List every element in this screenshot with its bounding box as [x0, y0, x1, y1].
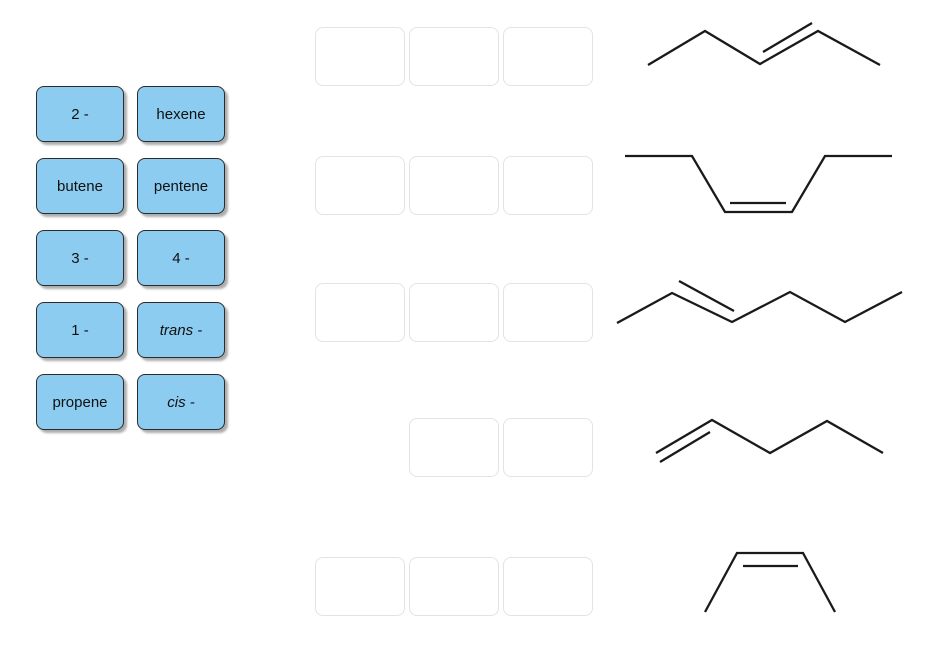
drop-slot-3-3[interactable]: [503, 283, 593, 342]
drop-slot-5-1[interactable]: [315, 557, 405, 616]
tile-pentene[interactable]: pentene: [137, 158, 225, 214]
drop-slot-5-3[interactable]: [503, 557, 593, 616]
molecule-1-pentene: [655, 418, 884, 463]
drop-slot-4-1[interactable]: [409, 418, 499, 477]
molecule-trans-2-hexene: [616, 279, 903, 325]
tile-trans[interactable]: trans -: [137, 302, 225, 358]
tile-butene[interactable]: butene: [36, 158, 124, 214]
drop-slot-4-2[interactable]: [503, 418, 593, 477]
tile-3[interactable]: 3 -: [36, 230, 124, 286]
drop-slot-1-2[interactable]: [409, 27, 499, 86]
tile-hexene[interactable]: hexene: [137, 86, 225, 142]
tile-propene[interactable]: propene: [36, 374, 124, 430]
tile-4[interactable]: 4 -: [137, 230, 225, 286]
molecule-trans-2-pentene: [647, 22, 881, 67]
answer-row-3: [315, 283, 593, 342]
answer-row-2: [315, 156, 593, 215]
drop-slot-5-2[interactable]: [409, 557, 499, 616]
drop-slot-3-1[interactable]: [315, 283, 405, 342]
tile-2[interactable]: 2 -: [36, 86, 124, 142]
drop-slot-2-1[interactable]: [315, 156, 405, 215]
tile-cis[interactable]: cis -: [137, 374, 225, 430]
answer-row-5: [315, 557, 593, 616]
drop-slot-1-3[interactable]: [503, 27, 593, 86]
answer-row-4: [409, 418, 593, 477]
drop-slot-3-2[interactable]: [409, 283, 499, 342]
tile-1[interactable]: 1 -: [36, 302, 124, 358]
molecule-cis-3-hexene: [625, 154, 892, 214]
drop-slot-1-1[interactable]: [315, 27, 405, 86]
drop-slot-2-2[interactable]: [409, 156, 499, 215]
answer-row-1: [315, 27, 593, 86]
drop-slot-2-3[interactable]: [503, 156, 593, 215]
molecule-cis-2-butene: [703, 551, 837, 613]
